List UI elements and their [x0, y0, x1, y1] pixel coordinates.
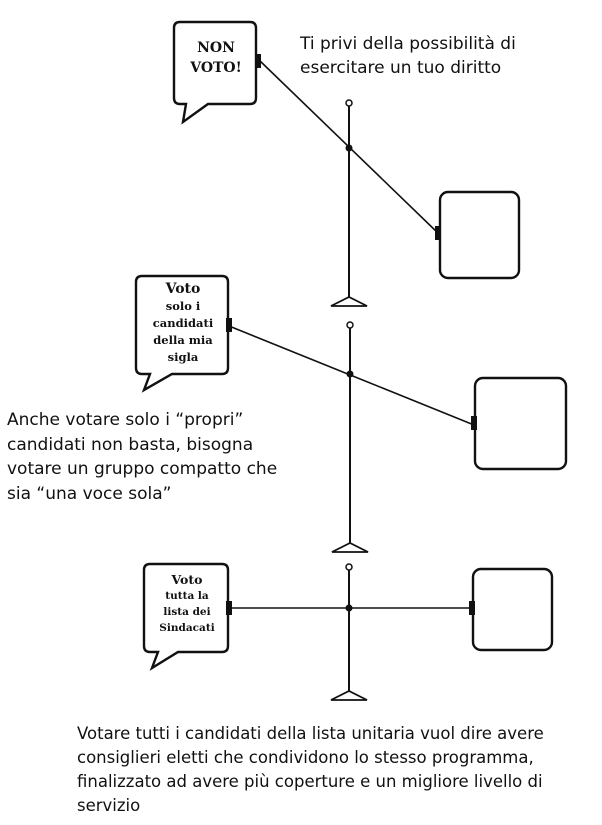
bubble-line: VOTO! — [190, 60, 242, 76]
scale-1-left-clamp — [255, 54, 261, 68]
bubble-line: lista dei — [163, 606, 211, 618]
caption-3: Votare tutti i candidati della lista uni… — [77, 722, 599, 818]
scale-3-bubble-text: Voto tutta la lista dei Sindacati — [147, 572, 227, 636]
caption-line: consiglieri eletti che condividono lo st… — [77, 748, 534, 767]
bubble-line: Sindacati — [159, 622, 215, 634]
bubble-line: candidati — [152, 316, 214, 330]
scale-2-base — [331, 541, 369, 553]
scale-1-beam — [258, 59, 440, 235]
bubble-line: sigla — [167, 350, 199, 364]
scale-1-bubble-text: NON VOTO! — [178, 38, 254, 78]
bubble-line: della mia — [153, 333, 213, 347]
caption-line: votare un gruppo compatto che — [7, 459, 278, 479]
scale-1 — [172, 20, 521, 307]
bubble-line: solo i — [165, 299, 201, 313]
scale-2-right-clamp — [471, 416, 477, 430]
bubble-line: tutta la — [165, 590, 209, 602]
scale-1-base — [330, 295, 368, 307]
scale-3-top-knob — [345, 563, 353, 571]
scale-3-base — [330, 689, 368, 701]
caption-2: Anche votare solo i “propri” candidati n… — [7, 408, 337, 506]
scale-3 — [142, 562, 554, 701]
caption-line: finalizzato ad avere più coperture e un … — [77, 772, 543, 791]
caption-line: sia “una voce sola” — [7, 483, 172, 504]
scale-1-right-box — [438, 190, 521, 280]
caption-line: Anche votare solo i “propri” — [7, 410, 244, 430]
caption-line: Ti privi della possibilità di — [300, 34, 516, 54]
scale-2-beam — [228, 325, 475, 426]
scale-3-left-clamp — [226, 601, 232, 615]
scale-1-left-bubble — [172, 20, 258, 125]
scale-2-top-knob — [346, 321, 354, 329]
scale-3-right-clamp — [469, 601, 475, 615]
bubble-line: Voto — [165, 281, 201, 297]
caption-1: Ti privi della possibilità di esercitare… — [300, 32, 590, 80]
scale-3-left-bubble — [142, 562, 230, 671]
scale-2-bubble-text: Voto solo i candidati della mia sigla — [139, 281, 227, 366]
scale-2-right-box — [473, 376, 568, 471]
scale-2-left-bubble — [134, 274, 230, 393]
scale-1-right-clamp — [435, 226, 441, 240]
scale-2 — [134, 274, 568, 553]
scale-1-top-knob — [345, 99, 353, 107]
scale-2-left-clamp — [226, 318, 232, 332]
bubble-line: NON — [197, 40, 235, 56]
caption-line: Votare tutti i candidati della lista uni… — [77, 724, 544, 743]
caption-line: servizio — [77, 796, 141, 815]
scale-3-right-box — [471, 567, 554, 652]
bubble-line: Voto — [171, 572, 203, 587]
caption-line: candidati non basta, bisogna — [7, 434, 254, 455]
caption-line: esercitare un tuo diritto — [300, 58, 502, 78]
